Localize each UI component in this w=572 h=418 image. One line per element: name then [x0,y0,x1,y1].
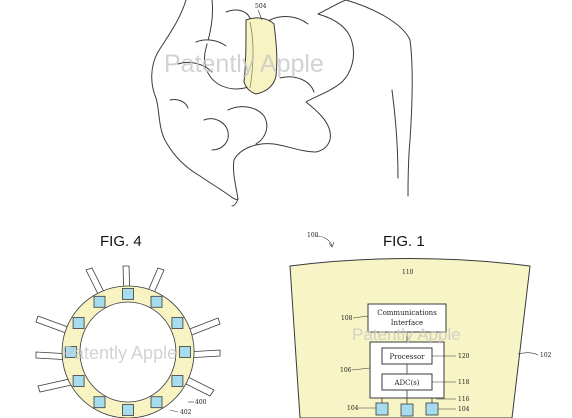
ref-108: 108 [341,315,353,322]
sensor-pad-fig1-left [376,403,388,415]
fig1-label: FIG. 1 [383,233,425,250]
ref-400: 400 [195,399,207,406]
sensor-pad [94,397,105,408]
sensor-pad [123,405,134,416]
ring-lead-strips [36,266,220,396]
ref-116: 116 [458,396,470,403]
ref-100: 100 [307,232,319,239]
ref-402: 402 [180,409,192,416]
ref-102: 102 [540,352,552,359]
leader-102 [518,353,538,355]
ref-118: 118 [458,379,470,386]
sensor-pad [73,318,84,329]
ref-104-left: 104 [347,405,359,412]
comm-label-line1: Communications [377,309,437,317]
ref-106: 106 [340,367,352,374]
sensor-pad [172,318,183,329]
ref-504: 504 [255,3,267,10]
sensor-pad-fig1-right [426,403,438,415]
processor-label: Processor [389,353,425,361]
leader-402 [170,410,178,412]
ref-104-right: 104 [458,406,470,413]
sensor-pad [151,296,162,307]
hand-with-ring-illustration [152,0,413,206]
ref-120: 120 [458,353,470,360]
sensor-pad [172,376,183,387]
watermark-fig4: Patently Apple [62,343,177,363]
sensor-pad [94,296,105,307]
sensor-pad [151,397,162,408]
watermark-fig1: Patently Apple [352,325,461,344]
sensor-pad [123,289,134,300]
watermark-top: Patently Apple [164,50,324,78]
adc-label: ADC(s) [393,379,419,387]
sensor-pad-fig1-center [401,404,413,416]
ref-110: 110 [402,269,414,276]
sensor-pad [73,376,84,387]
fig4-label: FIG. 4 [100,233,142,250]
sensor-pad [180,347,191,358]
